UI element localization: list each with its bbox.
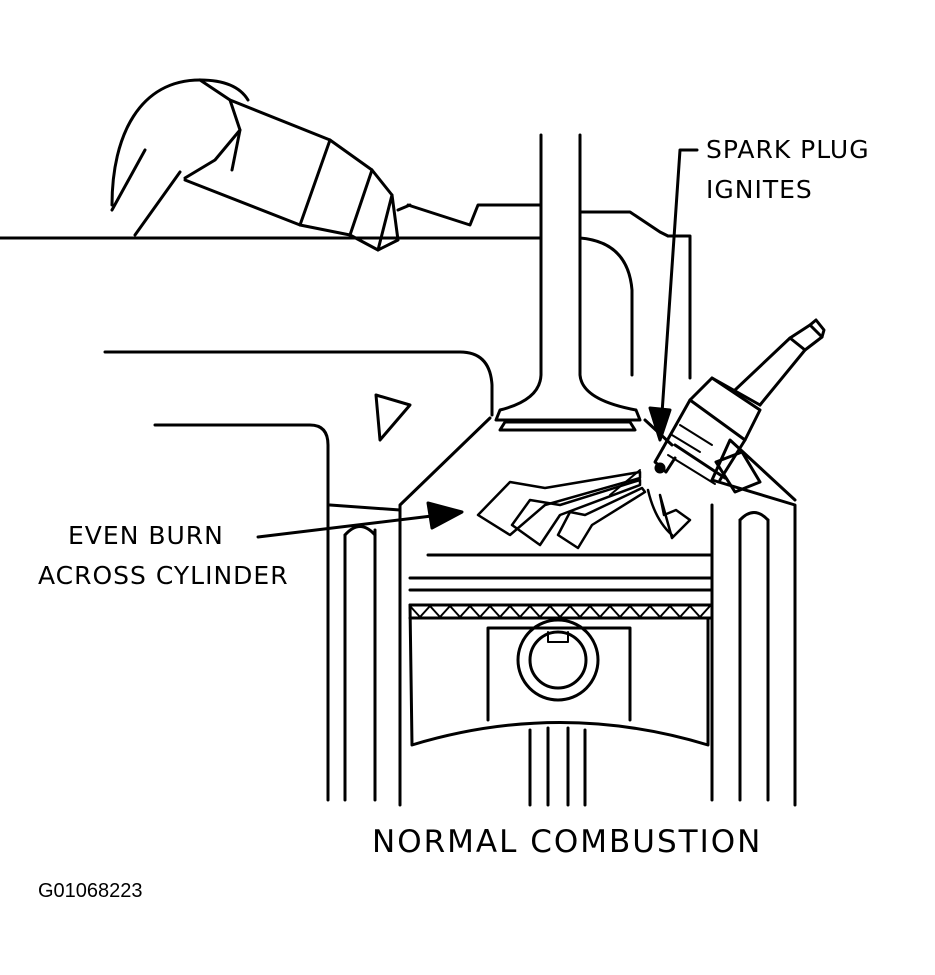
diagram-title: NORMAL COMBUSTION: [372, 824, 763, 860]
valve: [494, 133, 642, 432]
spark-plug-leader: [648, 148, 699, 442]
spark-plug: [653, 318, 826, 485]
combustion-chamber: [328, 416, 797, 807]
spark-plug-label-line1: SPARK PLUG: [706, 135, 870, 164]
even-burn-leader: [256, 501, 464, 539]
even-burn-label-line1: EVEN BURN: [68, 521, 224, 550]
even-burn-label-line2: ACROSS CYLINDER: [38, 561, 289, 590]
fuel-injector: [110, 78, 412, 252]
piston: [408, 553, 714, 747]
cylinder-head: [0, 203, 692, 802]
connecting-rod: [528, 726, 587, 807]
spark-plug-label: SPARK PLUG IGNITES: [706, 130, 870, 210]
flame-front-arrows: [476, 469, 692, 550]
figure-id: G01068223: [38, 880, 143, 902]
even-burn-label: EVEN BURN ACROSS CYLINDER: [38, 516, 289, 596]
spark-plug-label-line2: IGNITES: [706, 175, 813, 204]
